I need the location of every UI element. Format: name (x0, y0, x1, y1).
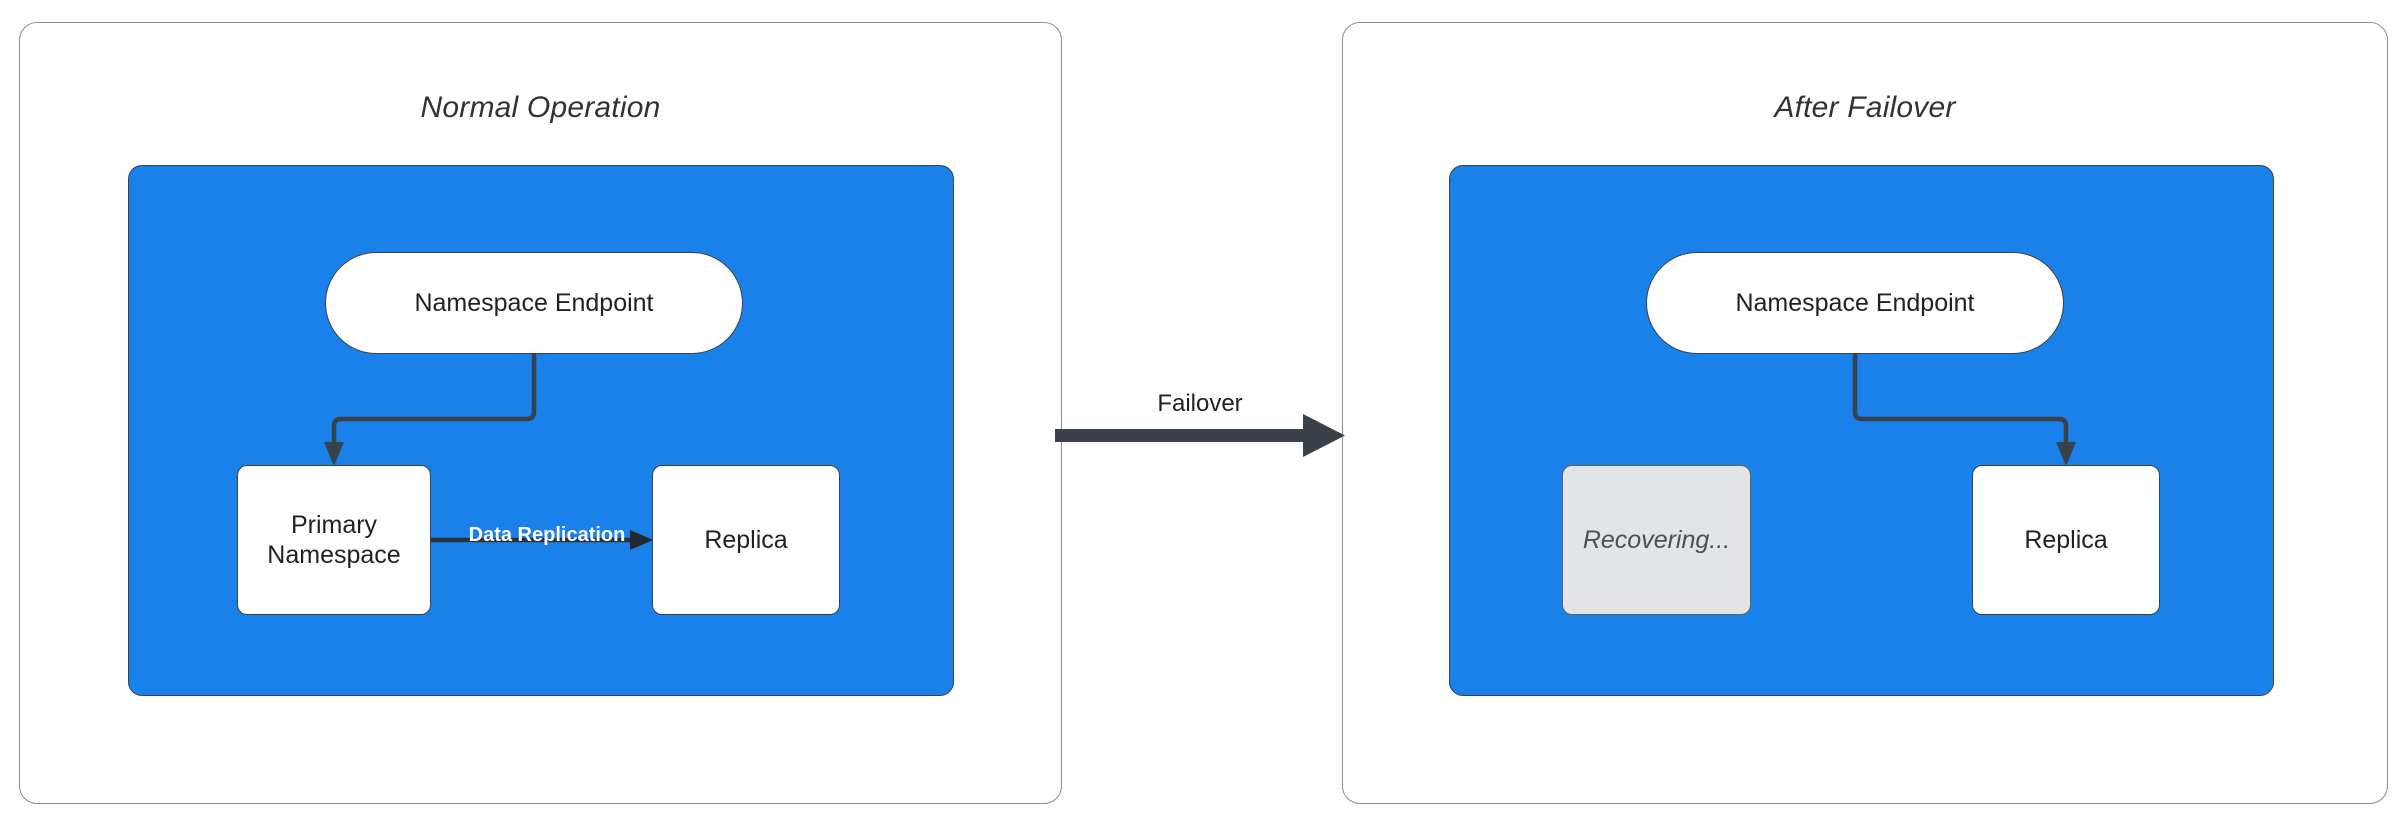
node-label: Recovering... (1582, 525, 1731, 554)
node-label-line1: Primary (290, 510, 378, 539)
transition-label-failover: Failover (1157, 390, 1243, 417)
node-label-line2: Namespace (267, 541, 401, 569)
node-label: Namespace Endpoint (414, 288, 654, 317)
region-blue-right (1449, 165, 2274, 696)
node-label: Primary Namespace (267, 510, 400, 571)
node-replica-right[interactable]: Replica (1972, 465, 2160, 615)
edge-label-data-replication: Data Replication (468, 524, 626, 546)
node-label: Replica (2024, 525, 2108, 554)
panel-title-normal-operation: Normal Operation (420, 91, 661, 124)
node-namespace-endpoint-left[interactable]: Namespace Endpoint (325, 252, 743, 354)
node-label: Namespace Endpoint (1735, 288, 1975, 317)
node-primary-namespace[interactable]: Primary Namespace (237, 465, 431, 615)
node-label: Replica (704, 525, 788, 554)
node-namespace-endpoint-right[interactable]: Namespace Endpoint (1646, 252, 2064, 354)
transition-arrow-failover (1055, 414, 1345, 457)
node-recovering[interactable]: Recovering... (1562, 465, 1751, 615)
region-blue-left (128, 165, 954, 696)
panel-title-after-failover: After Failover (1774, 91, 1956, 124)
node-replica-left[interactable]: Replica (652, 465, 840, 615)
